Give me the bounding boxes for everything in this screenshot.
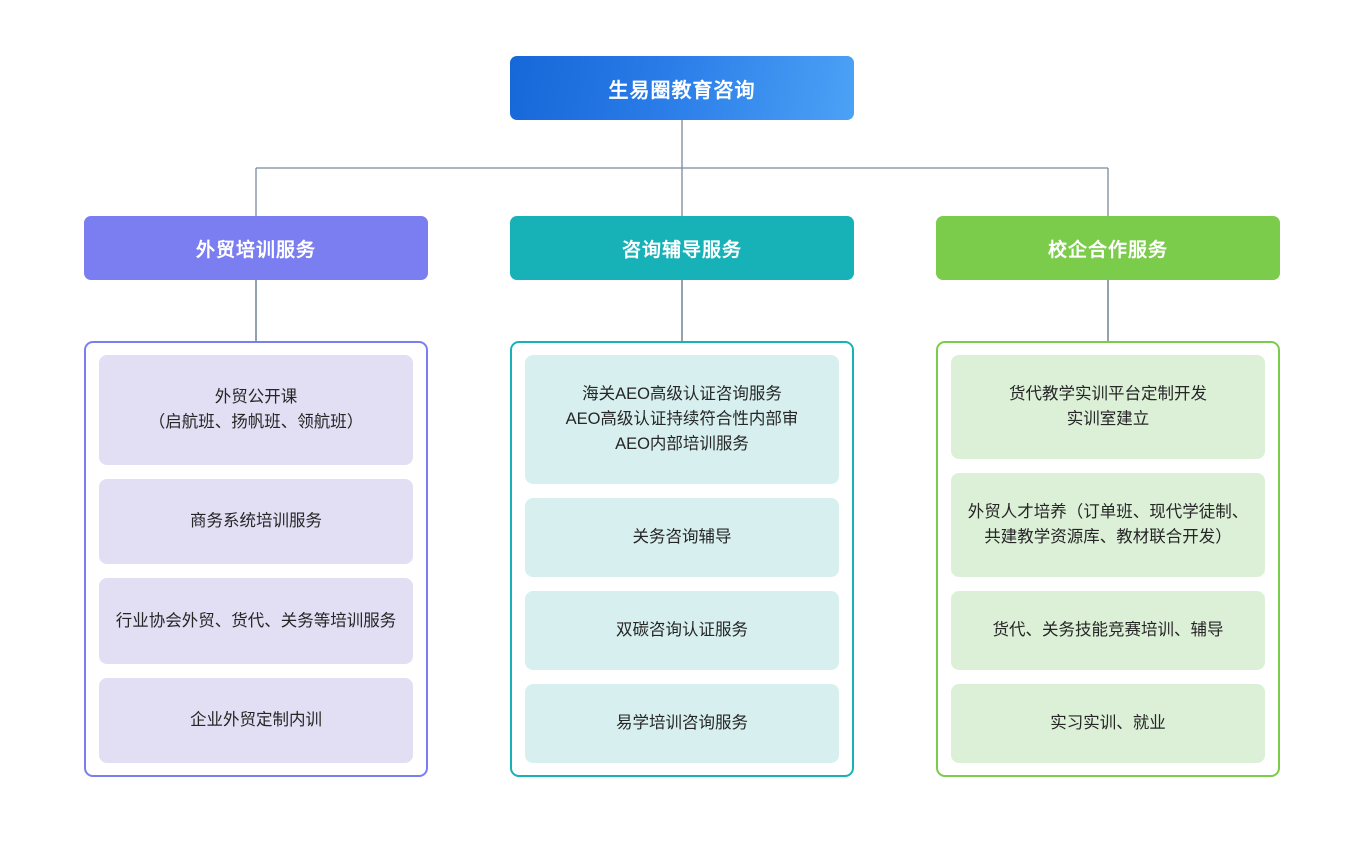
category-group-box-3: 货代教学实训平台定制开发 实训室建立 外贸人才培养（订单班、现代学徒制、共建教学… — [936, 341, 1280, 777]
category-header-1[interactable]: 外贸培训服务 — [84, 216, 428, 280]
branch-column-3: 校企合作服务 货代教学实训平台定制开发 实训室建立 外贸人才培养（订单班、现代学… — [936, 216, 1280, 777]
leaf-list-2: 海关AEO高级认证咨询服务 AEO高级认证持续符合性内部审 AEO内部培训服务 … — [525, 355, 839, 763]
category-header-3-label: 校企合作服务 — [1047, 239, 1168, 261]
leaf-card-label: 外贸人才培养（订单班、现代学徒制、共建教学资源库、教材联合开发） — [967, 503, 1249, 546]
leaf-card-label: 实习实训、就业 — [1050, 714, 1166, 733]
leaf-list-3: 货代教学实训平台定制开发 实训室建立 外贸人才培养（订单班、现代学徒制、共建教学… — [951, 355, 1265, 763]
leaf-card[interactable]: 外贸公开课 （启航班、扬帆班、领航班） — [99, 355, 413, 466]
leaf-card[interactable]: 外贸人才培养（订单班、现代学徒制、共建教学资源库、教材联合开发） — [951, 472, 1265, 577]
leaf-card-label: 关务咨询辅导 — [632, 527, 732, 546]
leaf-card[interactable]: 企业外贸定制内训 — [99, 677, 413, 763]
leaf-card-label: 货代、关务技能竞赛培训、辅导 — [992, 620, 1224, 639]
root-node-label: 生易圈教育咨询 — [608, 79, 756, 102]
leaf-card[interactable]: 货代、关务技能竞赛培训、辅导 — [951, 590, 1265, 670]
leaf-card-label: 企业外贸定制内训 — [190, 710, 322, 729]
leaf-card-label: 双碳咨询认证服务 — [616, 620, 748, 639]
branch-column-2: 咨询辅导服务 海关AEO高级认证咨询服务 AEO高级认证持续符合性内部审 AEO… — [510, 216, 854, 777]
category-group-box-2: 海关AEO高级认证咨询服务 AEO高级认证持续符合性内部审 AEO内部培训服务 … — [510, 341, 854, 777]
leaf-card-label: 商务系统培训服务 — [190, 512, 322, 531]
leaf-card[interactable]: 货代教学实训平台定制开发 实训室建立 — [951, 355, 1265, 459]
leaf-list-1: 外贸公开课 （启航班、扬帆班、领航班） 商务系统培训服务 行业协会外贸、货代、关… — [99, 355, 413, 763]
leaf-card[interactable]: 行业协会外贸、货代、关务等培训服务 — [99, 578, 413, 664]
leaf-card-label: 海关AEO高级认证咨询服务 AEO高级认证持续符合性内部审 AEO内部培训服务 — [565, 385, 799, 453]
category-header-2[interactable]: 咨询辅导服务 — [510, 216, 854, 280]
leaf-card-label: 外贸公开课 （启航班、扬帆班、领航班） — [148, 388, 364, 432]
leaf-card-label: 易学培训咨询服务 — [616, 714, 748, 733]
leaf-card[interactable]: 双碳咨询认证服务 — [525, 590, 839, 670]
leaf-card[interactable]: 海关AEO高级认证咨询服务 AEO高级认证持续符合性内部审 AEO内部培训服务 — [525, 355, 839, 484]
leaf-card-label: 货代教学实训平台定制开发 实训室建立 — [1009, 385, 1207, 428]
category-header-1-label: 外贸培训服务 — [195, 239, 316, 261]
leaf-card[interactable]: 商务系统培训服务 — [99, 479, 413, 565]
category-group-box-1: 外贸公开课 （启航班、扬帆班、领航班） 商务系统培训服务 行业协会外贸、货代、关… — [84, 341, 428, 777]
leaf-card[interactable]: 关务咨询辅导 — [525, 497, 839, 577]
leaf-card-label: 行业协会外贸、货代、关务等培训服务 — [115, 611, 397, 630]
category-header-3[interactable]: 校企合作服务 — [936, 216, 1280, 280]
branch-column-1: 外贸培训服务 外贸公开课 （启航班、扬帆班、领航班） 商务系统培训服务 行业协会… — [84, 216, 428, 777]
leaf-card[interactable]: 易学培训咨询服务 — [525, 683, 839, 763]
category-header-2-label: 咨询辅导服务 — [621, 239, 742, 261]
root-node[interactable]: 生易圈教育咨询 — [510, 56, 854, 120]
leaf-card[interactable]: 实习实训、就业 — [951, 683, 1265, 763]
